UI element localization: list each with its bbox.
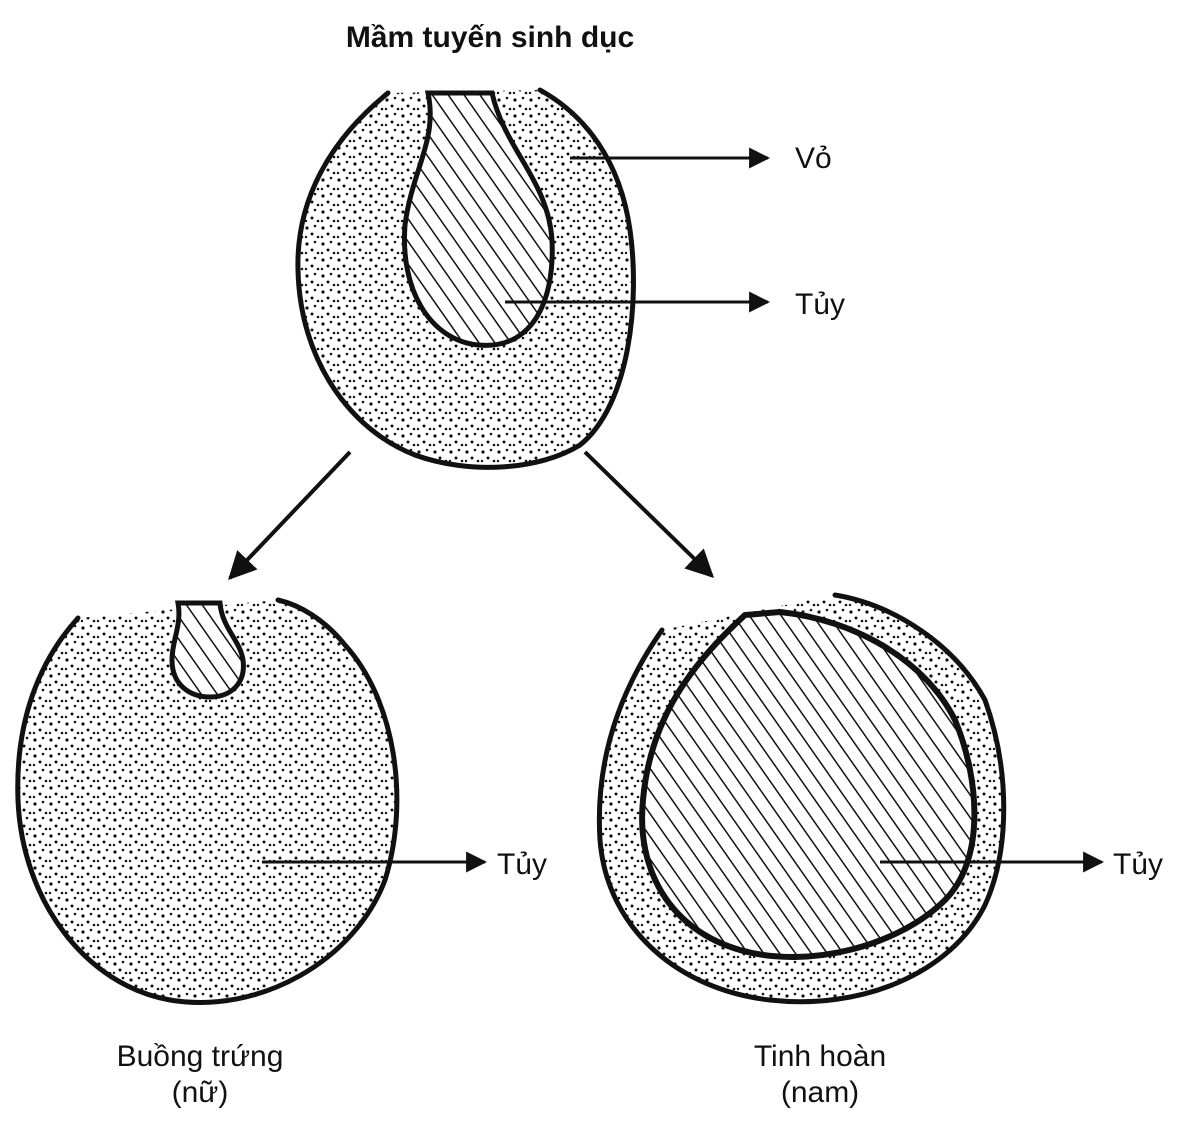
ovary-caption-line2: (nữ) [172,1076,229,1109]
arrow-to-testis [585,452,712,576]
indifferent-gonad: Vỏ Tủy [298,90,845,467]
testis: Tủy Tinh hoàn (nam) [599,595,1163,1109]
ovary: Tủy Buồng trứng (nữ) [18,600,547,1109]
testis-medulla-label: Tủy [1113,848,1163,881]
arrow-to-ovary [230,452,350,578]
cortex-label: Vỏ [795,142,832,175]
diagram-title: Mầm tuyến sinh dục [346,21,634,54]
testis-caption-line1: Tinh hoàn [754,1040,886,1073]
medulla-label: Tủy [795,288,845,321]
ovary-caption-line1: Buồng trứng [117,1040,284,1073]
testis-caption-line2: (nam) [781,1076,859,1109]
ovary-medulla-label: Tủy [497,848,547,881]
